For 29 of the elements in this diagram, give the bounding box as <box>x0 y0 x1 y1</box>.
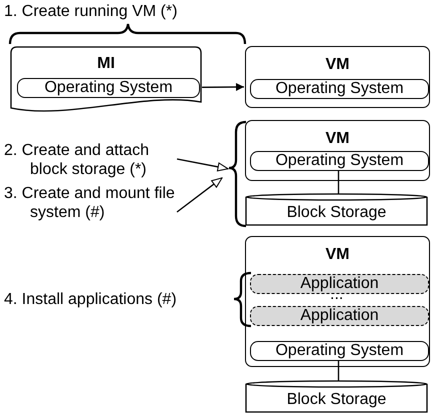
box-label: Operating System <box>44 78 173 97</box>
application-box <box>250 274 429 294</box>
step-text: 4. Install applications (#) <box>4 290 177 309</box>
layer-box <box>250 151 429 171</box>
connector-line <box>338 360 340 381</box>
vm-box <box>245 236 430 367</box>
arrow <box>202 83 244 91</box>
step-text: 1. Create running VM (*) <box>4 2 178 21</box>
layer-box <box>17 78 200 98</box>
box-title: VM <box>326 245 350 264</box>
box-label: Block Storage <box>286 390 386 409</box>
box-title: MI <box>97 54 115 73</box>
box-title: VM <box>326 129 350 148</box>
box-label: Application <box>300 306 379 325</box>
box-label: Operating System <box>275 79 404 98</box>
box-label: Operating System <box>275 151 404 170</box>
arrow <box>176 177 222 213</box>
arrow <box>176 158 228 172</box>
application-box <box>250 306 429 326</box>
box-label: Block Storage <box>286 203 386 222</box>
vm-box <box>245 46 430 108</box>
box-label: Operating System <box>275 341 404 360</box>
connector-line <box>338 170 340 194</box>
step-text: 3. Create and mount file system (#) <box>4 184 176 222</box>
layer-box <box>250 341 429 361</box>
layer-box <box>250 79 429 99</box>
step-text: 2. Create and attach block storage (*) <box>4 141 150 179</box>
vm-box <box>245 120 430 181</box>
box-title: VM <box>326 55 350 74</box>
